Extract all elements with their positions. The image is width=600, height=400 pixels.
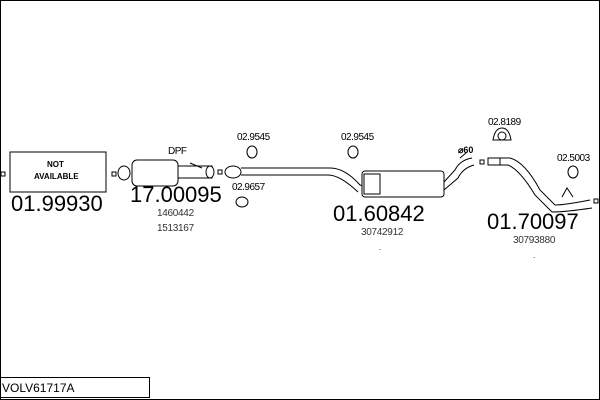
- rear-pipe-part: [487, 157, 599, 213]
- ref-2b: 1513167: [157, 223, 194, 234]
- diameter-label: ⌀60: [458, 145, 474, 155]
- accessory-4: 02.8189: [488, 117, 521, 128]
- accessory-icons: [235, 127, 579, 208]
- vehicle-code: VOLV61717A: [2, 381, 75, 395]
- part-number-3: 01.60842: [333, 201, 425, 226]
- accessory-1: 02.9545: [237, 132, 270, 143]
- accessory-5: 02.5003: [557, 153, 590, 164]
- dpf-label: DPF: [168, 146, 187, 157]
- ref-4: 30793880: [513, 235, 556, 246]
- accessory-2: 02.9657: [232, 182, 265, 193]
- middle-muffler-part: [224, 157, 485, 198]
- part-number-1: 01.99930: [11, 191, 103, 216]
- accessory-3: 02.9545: [341, 132, 374, 143]
- svg-text:.: .: [379, 243, 381, 252]
- dpf-part: [111, 159, 223, 187]
- not-available-line2: AVAILABLE: [34, 172, 79, 181]
- part-number-4: 01.70097: [487, 209, 579, 234]
- part-number-2: 17.00095: [130, 182, 222, 207]
- not-available-line1: NOT: [47, 160, 64, 169]
- ref-2a: 1460442: [157, 208, 194, 219]
- not-available-box: [9, 151, 107, 193]
- svg-text:.: .: [533, 251, 535, 260]
- ref-3: 30742912: [361, 227, 404, 238]
- code-box: [0, 377, 150, 398]
